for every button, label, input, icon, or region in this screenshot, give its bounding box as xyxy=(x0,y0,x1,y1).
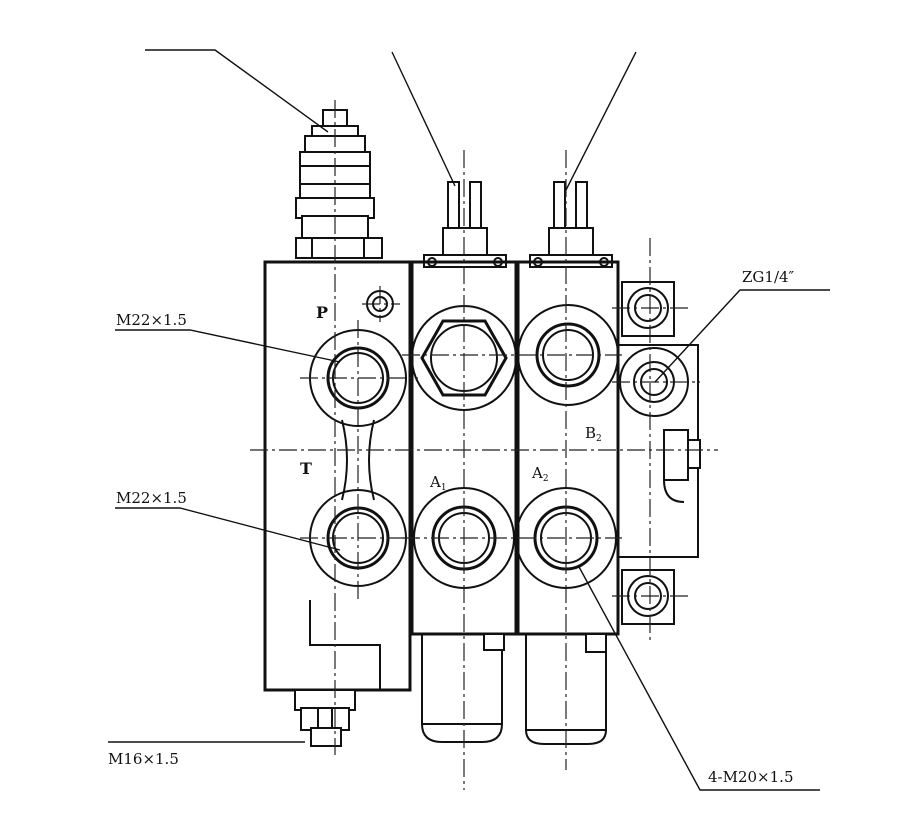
leader-lines xyxy=(108,49,830,791)
inlet-section xyxy=(263,260,412,692)
label-port-p: P xyxy=(316,303,328,322)
labels: P T A1 A2 B2 M22×1.5 M22×1.5 M16×1.5 4-M… xyxy=(108,268,795,786)
bottom-plug xyxy=(294,689,356,747)
label-thread-bottom: M16×1.5 xyxy=(108,750,179,768)
label-port-a1: A1 xyxy=(429,473,447,493)
end-cover xyxy=(617,281,701,625)
label-port-t: T xyxy=(300,459,312,478)
label-thread-ports: 4-M20×1.5 xyxy=(708,768,793,786)
label-port-b2: B2 xyxy=(585,424,602,444)
work-section-2 xyxy=(515,181,620,745)
label-thread-p: M22×1.5 xyxy=(116,311,187,329)
label-port-a2: A2 xyxy=(531,464,549,484)
label-thread-gauge: ZG1/4″ xyxy=(742,268,795,286)
relief-valve xyxy=(295,109,383,259)
label-thread-t: M22×1.5 xyxy=(116,489,187,507)
center-lines xyxy=(250,100,718,790)
